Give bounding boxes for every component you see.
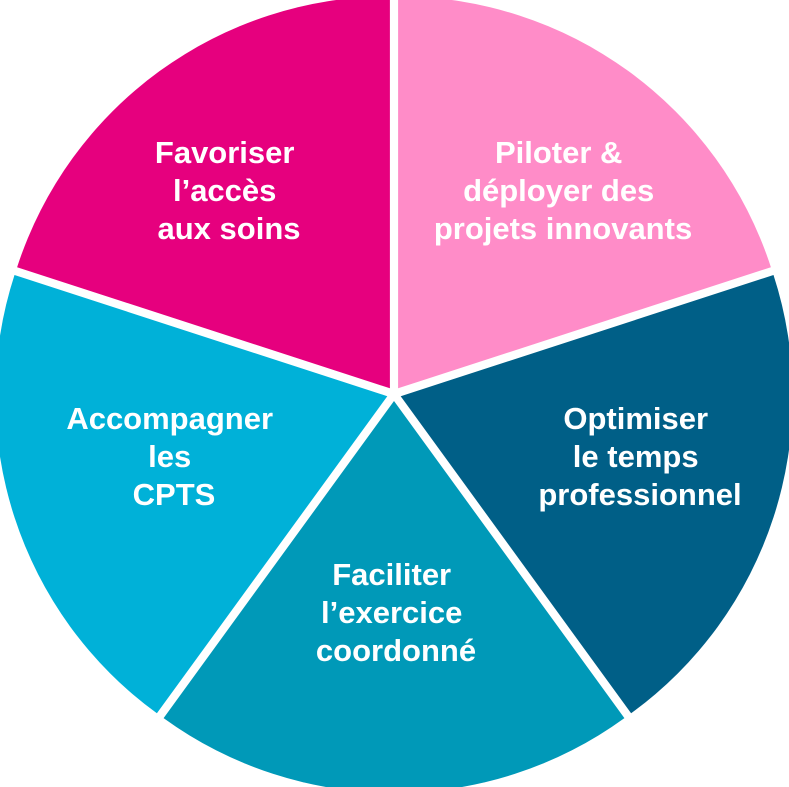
- segment-label-line: projets innovants: [434, 211, 692, 246]
- segment-label-line: professionnel: [538, 477, 741, 512]
- segment-temps-professionnel: Optimiser le temps professionnel: [400, 275, 789, 714]
- segment-shape-accompagner-cpts: [0, 275, 388, 714]
- segment-shape-temps-professionnel: [400, 275, 789, 714]
- segment-label-line: Optimiser: [563, 401, 708, 436]
- segment-label-line: aux soins: [158, 211, 301, 246]
- segment-label-temps-professionnel: Optimiser le temps professionnel: [538, 401, 741, 512]
- segment-label-acces-soins: Favoriser l’accès aux soins: [155, 135, 303, 246]
- segment-projets-innovants: Piloter & déployer des projets innovants: [398, 0, 771, 389]
- segment-label-line: déployer des: [463, 173, 654, 208]
- segment-accompagner-cpts: Accompagner les CPTS: [0, 275, 388, 714]
- segment-shape-exercice-coordonne: [163, 401, 625, 787]
- segment-label-projets-innovants: Piloter & déployer des projets innovants: [434, 135, 692, 246]
- segment-label-accompagner-cpts: Accompagner les CPTS: [66, 401, 281, 512]
- segment-acces-soins: Favoriser l’accès aux soins: [17, 0, 390, 389]
- segment-label-line: le temps: [573, 439, 699, 474]
- segment-label-line: CPTS: [133, 477, 216, 512]
- segment-exercice-coordonne: Faciliter l’exercice coordonné: [163, 401, 625, 787]
- segment-shape-acces-soins: [17, 0, 390, 389]
- segment-label-exercice-coordonne: Faciliter l’exercice coordonné: [316, 557, 476, 668]
- segment-label-line: coordonné: [316, 633, 476, 668]
- segment-label-line: Accompagner: [66, 401, 273, 436]
- segment-label-line: Faciliter: [332, 557, 451, 592]
- segment-label-line: Favoriser: [155, 135, 295, 170]
- segment-label-line: les: [148, 439, 191, 474]
- segment-label-line: Piloter &: [495, 135, 622, 170]
- segment-label-line: l’exercice: [321, 595, 462, 630]
- segment-shape-projets-innovants: [398, 0, 771, 389]
- segment-label-line: l’accès: [173, 173, 276, 208]
